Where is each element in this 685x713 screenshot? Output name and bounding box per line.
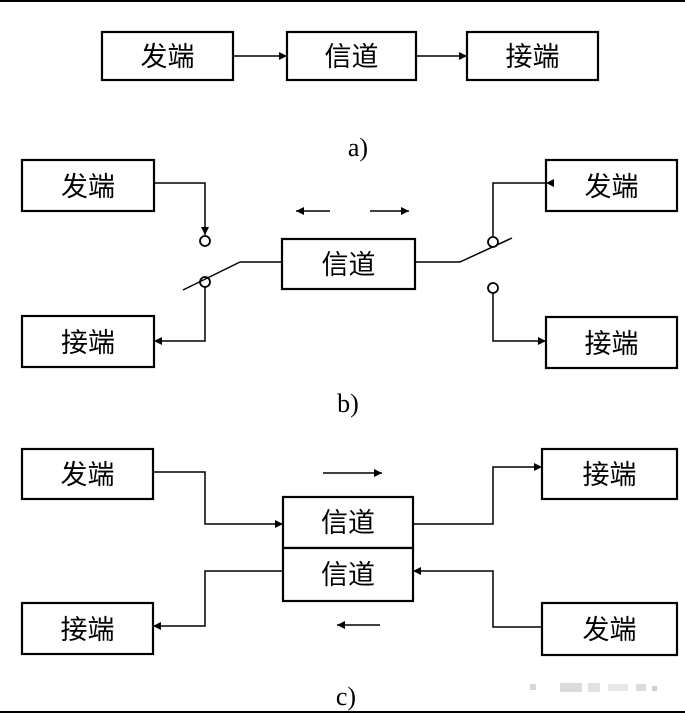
b-left-sender-wire (154, 182, 209, 235)
b-channel-box (280, 237, 417, 291)
c-channel-top-label: 信道 (321, 508, 375, 539)
b-right-sender-wire (492, 179, 554, 236)
c-left-sender-box (20, 447, 155, 501)
a-caption: a) (348, 133, 368, 162)
panel-a: 发端 信道 接端 a) (100, 30, 600, 162)
c-right-receiver-box (540, 447, 679, 501)
c-right-sender-wire (413, 567, 542, 628)
c-caption: c) (336, 682, 356, 711)
b-channel-label: 信道 (322, 250, 376, 281)
watermark (530, 683, 657, 692)
b-right-upper-contact (487, 236, 499, 248)
panel-b: 发端 接端 信道 发端 接端 b) (20, 158, 679, 418)
b-right-receiver-label: 接端 (585, 329, 639, 360)
b-left-switch-blade (182, 261, 241, 291)
b-left-sender-box (20, 158, 156, 213)
b-right-receiver-wire (492, 293, 546, 345)
c-right-receiver-label: 接端 (583, 460, 637, 491)
b-right-receiver-box (544, 315, 679, 370)
b-left-receiver-label: 接端 (61, 328, 115, 359)
c-left-sender-label: 发端 (61, 460, 115, 491)
c-left-sender-wire (153, 471, 283, 528)
b-left-upper-contact (199, 235, 211, 247)
a-sender-label: 发端 (141, 42, 195, 73)
c-left-receiver-box (20, 601, 155, 656)
c-right-sender-label: 发端 (583, 615, 637, 646)
b-left-receiver-box (20, 314, 156, 369)
b-right-sender-label: 发端 (585, 172, 639, 203)
c-right-receiver-wire (413, 463, 542, 525)
c-right-sender-box (540, 601, 679, 657)
b-right-switch-blade (459, 237, 513, 263)
c-left-receiver-label: 接端 (61, 615, 115, 646)
panel-c: 发端 接端 信道 信道 接端 发端 c) (20, 447, 679, 711)
b-right-sender-box (544, 158, 679, 213)
c-left-receiver-wire (153, 570, 283, 630)
a-channel-label: 信道 (325, 42, 379, 73)
b-left-receiver-wire (154, 287, 206, 345)
a-receiver-label: 接端 (506, 42, 560, 73)
c-channel-bottom-label: 信道 (321, 560, 375, 591)
b-left-sender-label: 发端 (61, 172, 115, 203)
b-caption: b) (337, 389, 359, 418)
b-right-lower-contact (487, 282, 499, 294)
